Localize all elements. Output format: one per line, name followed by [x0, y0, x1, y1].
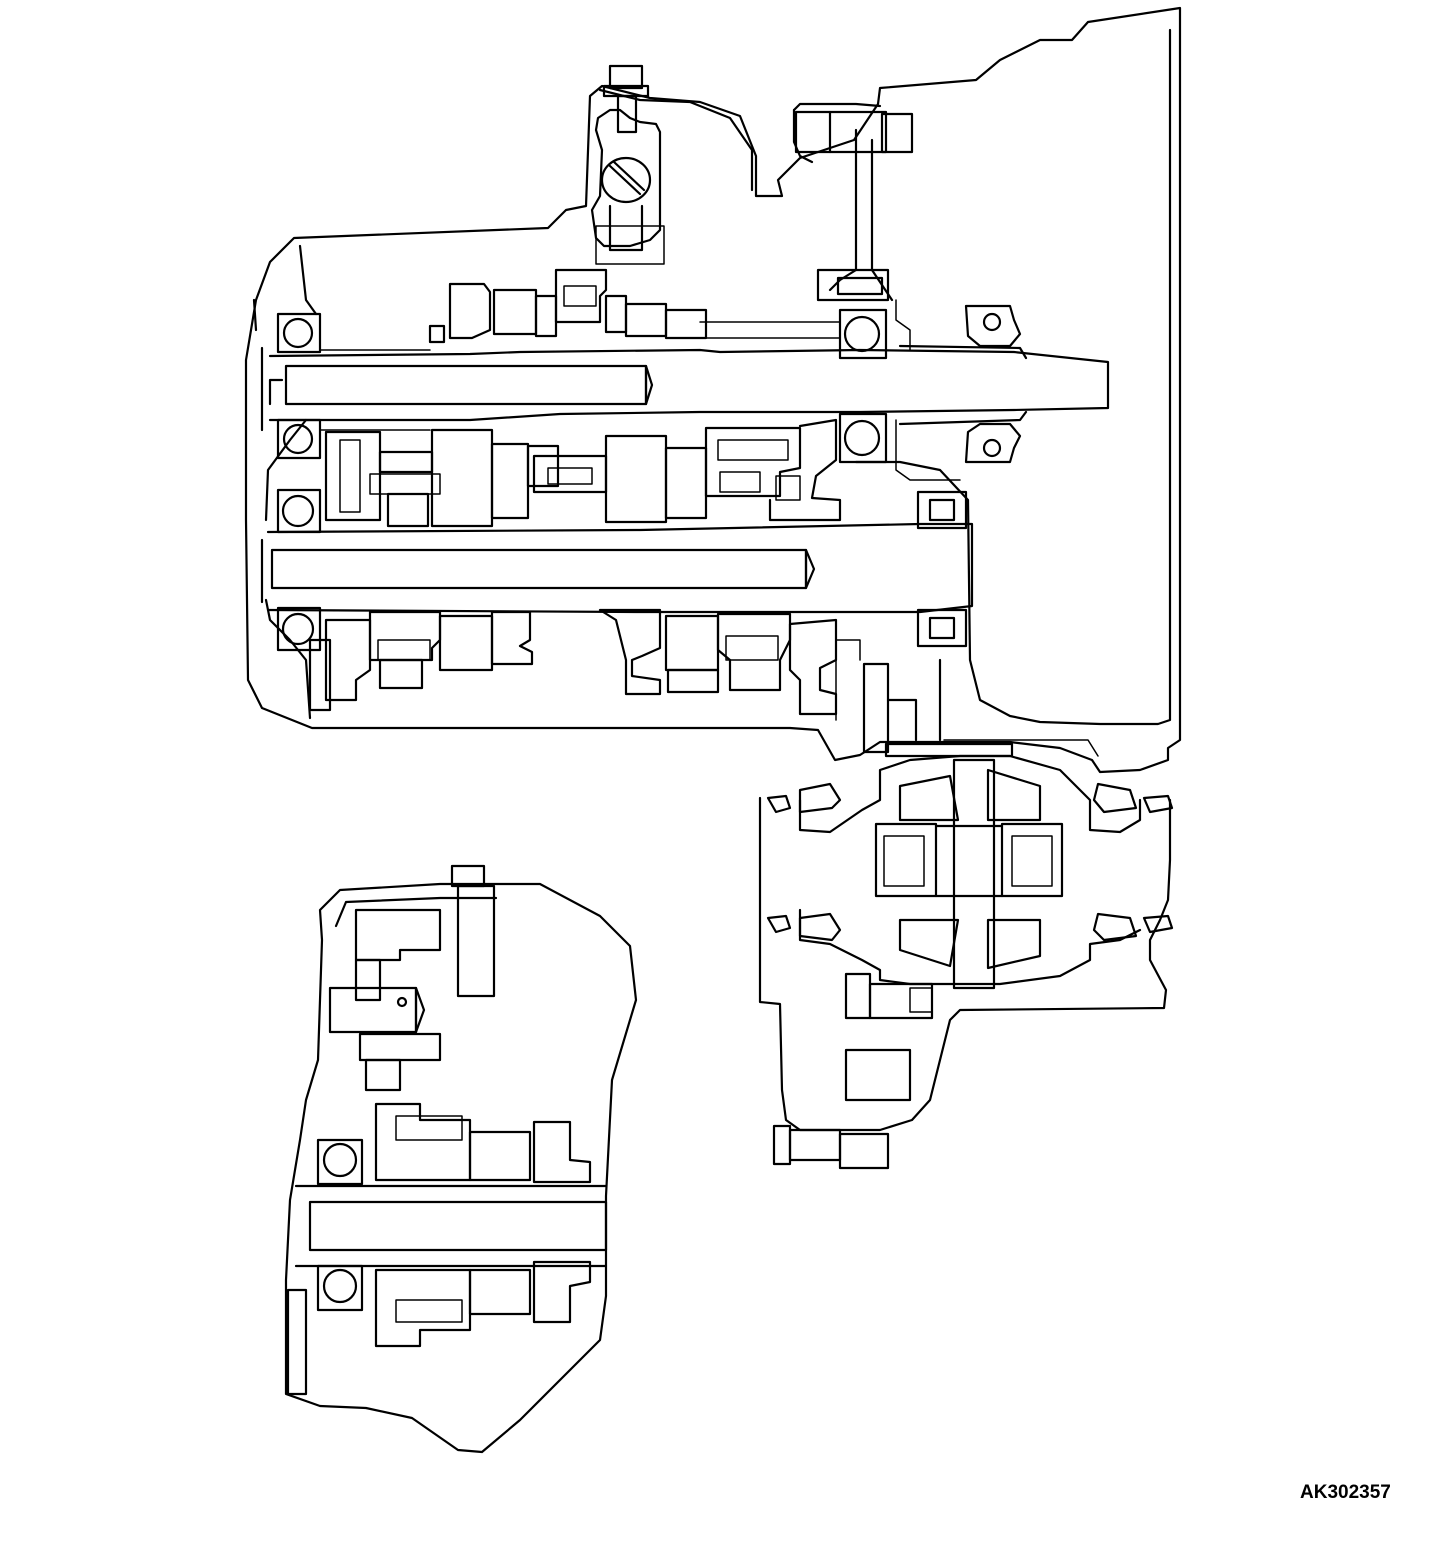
output-gears [308, 608, 838, 716]
bearing-output-left-bottom [276, 606, 322, 652]
main-case-housing [244, 6, 1182, 774]
bearing-input-left-top [276, 312, 322, 354]
detail-lines [319, 299, 1099, 757]
figure-code-label: AK302357 [1300, 1482, 1391, 1503]
vent-plug [595, 156, 665, 265]
housing-bolt-middle [816, 268, 890, 302]
bearing-output-right-top [916, 490, 968, 530]
top-bolt [602, 64, 650, 134]
oil-seal-input-top [898, 304, 1028, 360]
housing-bolt-upper [794, 110, 914, 154]
auxiliary-housing [284, 864, 638, 1454]
output-shaft [260, 522, 974, 614]
bearing-output-left-top [276, 488, 322, 534]
oil-seal-input-bottom [898, 410, 1028, 464]
input-gears [324, 268, 842, 528]
bearing-input-right-bottom [838, 412, 888, 464]
bearing-input-right-top [838, 308, 888, 360]
input-shaft [260, 346, 1110, 432]
bearing-output-right-bottom [916, 608, 968, 648]
differential-housing [758, 658, 1174, 1170]
bearing-input-left-bottom [276, 418, 322, 460]
